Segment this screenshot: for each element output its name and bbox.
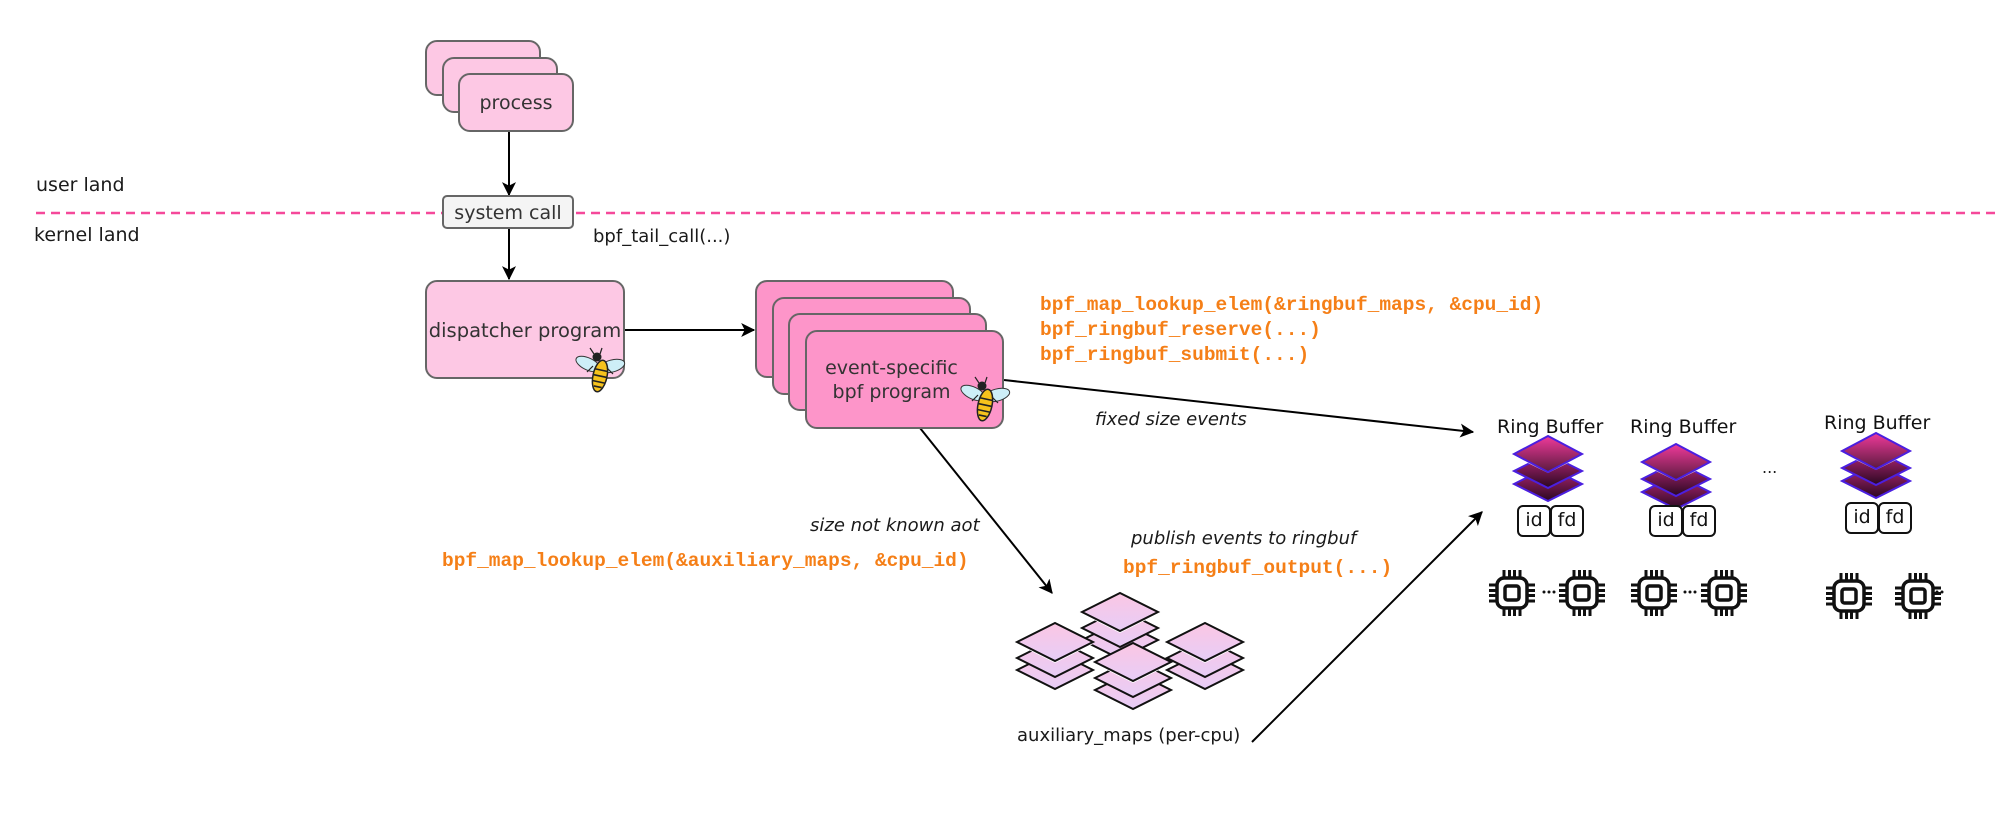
ringbuf-output-code: bpf_ringbuf_output(...) — [1123, 557, 1393, 579]
arrow-fixed-size-events — [1003, 379, 1475, 438]
cpu-chip-icon — [1629, 568, 1679, 618]
aux-lookup-code: bpf_map_lookup_elem(&auxiliary_maps, &cp… — [442, 550, 969, 572]
kernel-land-label: kernel land — [34, 224, 140, 246]
dispatcher-program-label: dispatcher program — [428, 319, 622, 342]
system-call-box[interactable]: system call — [442, 195, 574, 229]
ring-buffer-fd: fd — [1878, 502, 1912, 534]
ring-buffer-icon — [1641, 443, 1711, 510]
ringbuf-code-line-1: bpf_map_lookup_elem(&ringbuf_maps, &cpu_… — [1040, 294, 1544, 316]
cpu-chip-icon — [1557, 568, 1607, 618]
publish-events-label: publish events to ringbuf — [1131, 528, 1357, 549]
process-label: process — [479, 92, 553, 114]
bee-icon — [572, 347, 627, 394]
cpu-chip-icon — [1893, 571, 1943, 621]
ringbuf-code-line-2: bpf_ringbuf_reserve(...) — [1040, 319, 1321, 341]
ring-buffer-id: id — [1517, 505, 1551, 537]
auxiliary-maps-label: auxiliary_maps (per-cpu) — [1017, 725, 1241, 746]
ring-buffer-icon — [1841, 432, 1911, 499]
ring-buffer-title: Ring Buffer — [1824, 412, 1931, 434]
ring-buffer-id: id — [1845, 502, 1879, 534]
cpu-chip-icon — [1824, 571, 1874, 621]
tail-call-label: bpf_tail_call(...) — [593, 226, 731, 247]
size-not-known-label: size not known aot — [810, 515, 980, 536]
ring-buffer-id: id — [1649, 505, 1683, 537]
auxiliary-maps-icon — [1016, 592, 1244, 710]
ring-buffer-fd: fd — [1550, 505, 1584, 537]
ring-buffer-title: Ring Buffer — [1497, 416, 1604, 438]
cpu-chip-icon — [1487, 568, 1537, 618]
system-call-label: system call — [454, 202, 562, 224]
arrow-size-not-known — [919, 427, 1053, 594]
ring-buffer-ellipsis: ... — [1762, 458, 1778, 477]
arrow-publish-events — [1251, 511, 1483, 743]
event-specific-label-line2: bpf program — [832, 381, 951, 403]
event-specific-label-line1: event-specific — [825, 357, 958, 379]
aux-map-stack — [1016, 622, 1094, 690]
cpu-chip-icon — [1699, 568, 1749, 618]
ring-buffer-fd: fd — [1682, 505, 1716, 537]
user-land-label: user land — [36, 174, 125, 196]
process-box[interactable]: process — [458, 73, 574, 132]
fixed-size-events-label: fixed size events — [1095, 409, 1247, 430]
cpu-ellipsis-dots — [1542, 590, 1944, 594]
aux-map-stack — [1166, 622, 1244, 690]
ring-buffer-title: Ring Buffer — [1630, 416, 1737, 438]
ringbuf-code-line-3: bpf_ringbuf_submit(...) — [1040, 344, 1310, 366]
event-specific-program-box[interactable]: event-specific bpf program — [805, 330, 1004, 429]
ring-buffer-icon — [1513, 435, 1583, 502]
bee-icon — [957, 376, 1012, 423]
